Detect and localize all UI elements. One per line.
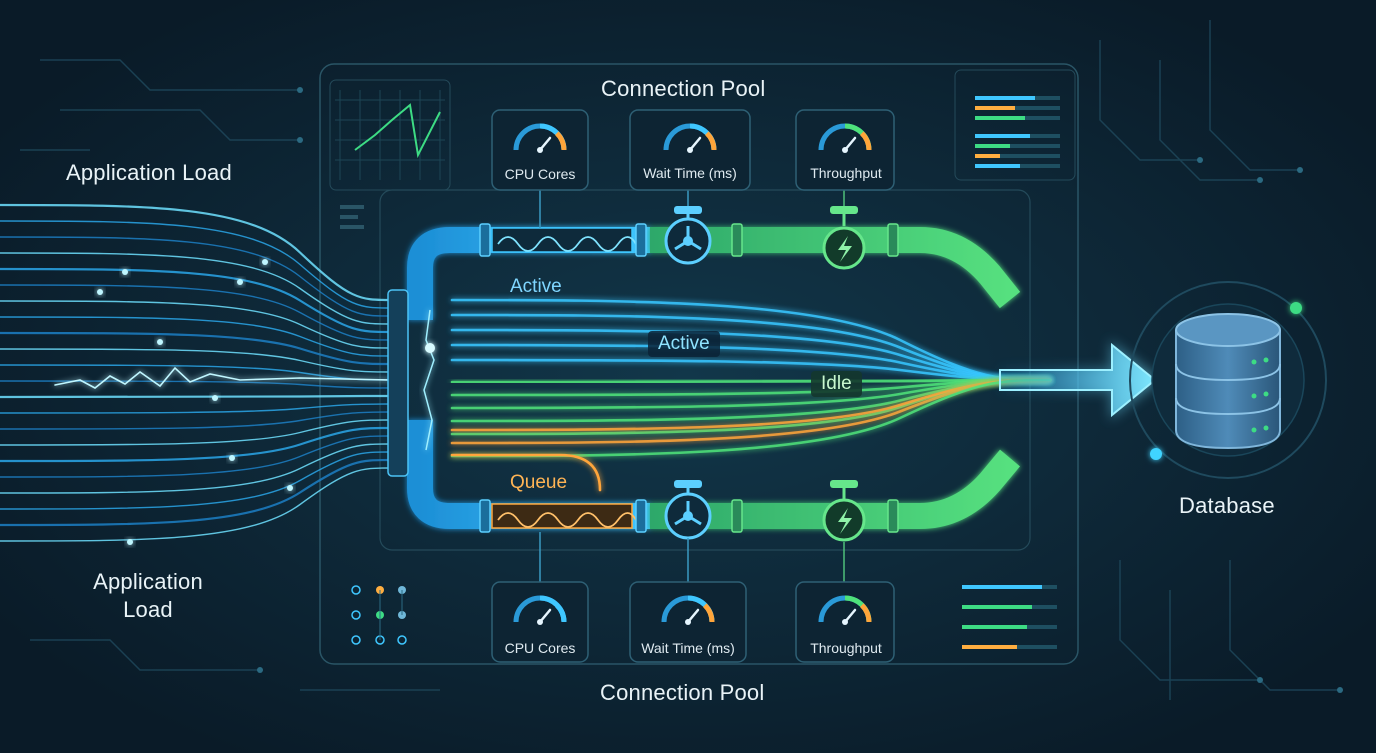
mini-dashes-left — [340, 205, 364, 229]
load-particle — [127, 539, 133, 545]
queue-tag: Queue — [510, 472, 568, 493]
bottom-pipe-green — [650, 449, 1020, 529]
load-stream — [0, 426, 392, 463]
top-pipe-blue — [407, 227, 650, 320]
inlet-manifold — [387, 289, 409, 477]
circuit-traces — [20, 20, 1340, 700]
manifold-spark — [423, 309, 435, 451]
load-stream — [0, 348, 391, 373]
database-label: Database — [1179, 493, 1275, 518]
gauge-icon — [491, 109, 589, 191]
gauge-connectors — [539, 190, 845, 582]
load-stream — [0, 284, 391, 341]
active-tag-upper: Active — [510, 276, 562, 297]
load-stream — [0, 403, 391, 414]
gauge-label-wait-top: Wait Time (ms) — [643, 165, 737, 181]
load-stream — [0, 419, 391, 446]
application-load-label-bottom: Application Load — [93, 569, 203, 622]
gauge-icon — [491, 581, 589, 663]
gauge-icon — [795, 109, 895, 191]
mini-bars-top-right — [975, 96, 1060, 168]
bottom-pipe-blue — [407, 420, 650, 529]
connection-flows — [450, 298, 1052, 492]
load-particle — [122, 269, 128, 275]
load-particle — [229, 455, 235, 461]
load-stream — [0, 220, 391, 309]
top-left-panel — [329, 79, 451, 191]
gauge-icon — [629, 109, 751, 191]
load-particle — [157, 339, 163, 345]
mini-chart — [335, 90, 445, 180]
load-stream — [0, 300, 391, 349]
load-particle — [262, 259, 268, 265]
gauge-label-cpu-bottom: CPU Cores — [504, 640, 576, 656]
idle-tag: Idle — [811, 371, 862, 397]
active-tag-middle: Active — [648, 331, 720, 357]
mini-bars-bottom-right — [962, 585, 1057, 649]
top-right-panel — [954, 69, 1076, 181]
valve-bottom — [664, 480, 712, 540]
valve-top — [664, 206, 712, 265]
connection-flow-line — [450, 378, 1052, 458]
bottom-wave — [497, 512, 637, 528]
load-particle — [237, 279, 243, 285]
load-stream — [0, 435, 391, 478]
load-stream — [0, 443, 391, 494]
gauge-label-cpu-top: CPU Cores — [504, 166, 576, 182]
bolt-valve-bottom — [822, 480, 866, 542]
queue-line — [450, 453, 602, 492]
pipe-system — [387, 223, 1021, 533]
gauge-label-throughput-top: Throughput — [810, 165, 882, 181]
load-stream — [0, 451, 391, 510]
load-particle — [287, 485, 293, 491]
load-stream — [0, 267, 392, 334]
outer-frame — [319, 63, 1079, 665]
load-stream — [0, 252, 391, 325]
load-spike-line — [54, 366, 391, 389]
load-stream — [0, 458, 392, 527]
gauge-panels — [491, 109, 895, 663]
load-stream — [0, 411, 391, 430]
database-icon — [1129, 281, 1327, 479]
connection-pool-title-top: Connection Pool — [601, 76, 766, 101]
gauge-label-wait-bottom: Wait Time (ms) — [641, 640, 735, 656]
load-stream — [0, 380, 391, 389]
application-load-label-top: Application Load — [66, 160, 232, 185]
flow-arrow — [999, 340, 1160, 420]
load-stream — [0, 236, 391, 317]
load-stream — [0, 467, 391, 542]
load-stream — [0, 331, 392, 366]
load-stream — [0, 394, 392, 399]
gauge-label-throughput-bottom: Throughput — [810, 640, 882, 656]
top-wave — [497, 236, 637, 252]
application-load-streams — [0, 203, 392, 545]
gauge-icon — [795, 581, 895, 663]
mini-dots-bottom-left — [351, 585, 407, 645]
load-stream — [0, 316, 391, 357]
load-stream — [0, 203, 392, 302]
connection-pool-title-bottom: Connection Pool — [600, 680, 765, 705]
circuit-nodes — [257, 87, 1343, 693]
top-pipe-green — [650, 227, 1021, 309]
load-particle — [212, 395, 218, 401]
load-particle — [97, 289, 103, 295]
gauge-icon — [629, 581, 747, 663]
bolt-valve-top — [822, 206, 866, 270]
